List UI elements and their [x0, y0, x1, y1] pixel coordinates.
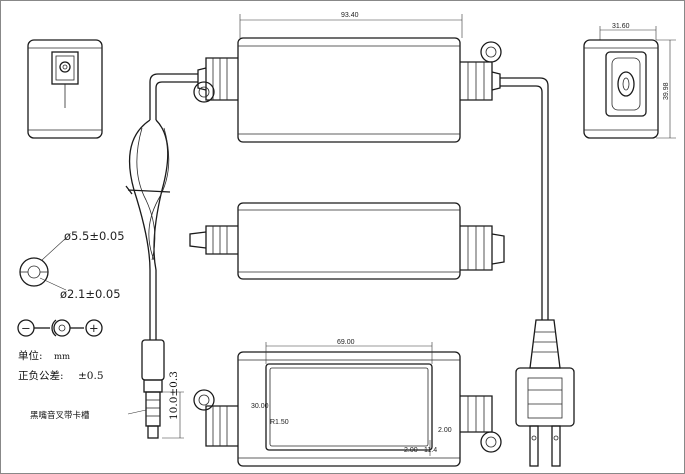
dim-slot-radius: R1.50	[270, 419, 289, 426]
bottom-view-adapter: 69.00 30.00 R1.50 2.00 2.00 11.4	[193, 339, 502, 467]
dim-slot-height: 30.00	[251, 403, 269, 410]
dim-end-width: 31.60	[612, 23, 630, 30]
tolerance-label: 正负公差:	[18, 369, 64, 382]
dim-slot-offset-a: 2.00	[438, 427, 452, 434]
dim-slot-offset-c: 11.4	[424, 447, 437, 454]
side-view-adapter	[189, 202, 505, 280]
right-end-view: 31.60 39.98	[583, 23, 676, 139]
dim-slot-offset-b: 2.00	[404, 447, 418, 454]
plug-note: 黑嘴音叉带卡槽	[30, 410, 90, 421]
polarity-plus: +	[89, 321, 99, 335]
top-view-adapter: 93.40	[193, 12, 502, 143]
unit-value: mm	[54, 352, 70, 362]
tolerance-value: ±0.5	[78, 370, 104, 382]
dim-top-length: 93.40	[341, 12, 359, 19]
dim-slot-length: 69.00	[337, 339, 355, 346]
dc-plug: 10.0±0.3 黑嘴音叉带卡槽	[30, 339, 184, 439]
dim-plug-length: 10.0±0.3	[168, 371, 180, 420]
polarity-minus: −	[21, 321, 31, 335]
outer-diameter: ø5.5±0.05	[64, 229, 125, 243]
dc-connector-spec: ø5.5±0.05 ø2.1±0.05 − +	[17, 229, 125, 337]
dim-end-height: 39.98	[663, 82, 670, 100]
unit-label: 单位:	[18, 349, 43, 362]
inner-diameter: ø2.1±0.05	[60, 287, 121, 301]
left-end-view	[27, 39, 103, 139]
notes: 单位: mm 正负公差: ±0.5	[18, 349, 104, 382]
ac-plug	[515, 319, 575, 467]
dc-cable	[125, 73, 198, 340]
ac-cable	[500, 77, 549, 320]
